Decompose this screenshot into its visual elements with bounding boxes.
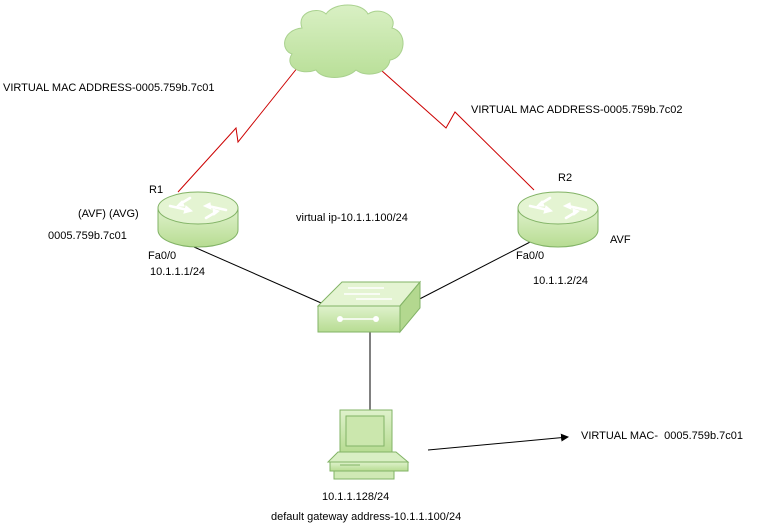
virtual-ip-label: virtual ip-10.1.1.100/24 — [296, 212, 408, 224]
r2-role-label: AVF — [610, 234, 631, 246]
r1-interface-label: Fa0/0 — [148, 250, 177, 262]
r2-wan-mac-label: VIRTUAL MAC ADDRESS-0005.759b.7c02 — [471, 104, 683, 116]
router-icon — [517, 191, 599, 248]
r1-wan-mac-label: VIRTUAL MAC ADDRESS-0005.759b.7c01 — [3, 82, 215, 94]
host-gateway-label: default gateway address-10.1.1.100/24 — [271, 511, 462, 523]
r2-wan-link — [371, 61, 535, 191]
switch-icon — [316, 280, 422, 334]
router-icon — [157, 191, 239, 248]
r1-mac-label: 0005.759b.7c01 — [48, 230, 127, 242]
r1-wan-link — [177, 56, 307, 193]
r1-switch-link — [193, 246, 329, 307]
r2-name-label: R2 — [558, 172, 573, 184]
r2-interface-label: Fa0/0 — [516, 250, 545, 262]
r1-ip-label: 10.1.1.1/24 — [150, 266, 206, 278]
resolution-arrow — [427, 433, 569, 451]
r2-ip-label: 10.1.1.2/24 — [533, 275, 589, 287]
r2-switch-link — [405, 239, 535, 307]
pc-icon — [326, 409, 410, 480]
resolved-mac-label: VIRTUAL MAC- 0005.759b.7c01 — [581, 430, 744, 442]
r1-roles-label: (AVF) (AVG) — [78, 208, 139, 220]
cloud-icon — [284, 4, 404, 78]
host-ip-label: 10.1.1.128/24 — [322, 491, 390, 503]
r1-name-label: R1 — [149, 184, 164, 196]
